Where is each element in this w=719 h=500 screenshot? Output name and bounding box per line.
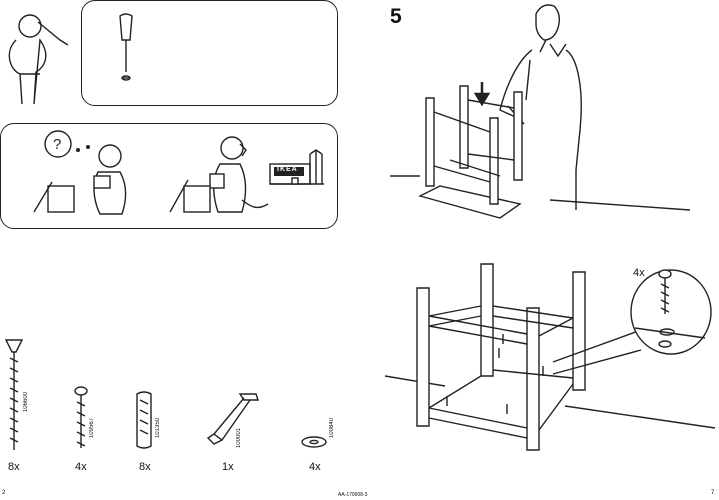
- allen-key-icon: [206, 393, 259, 445]
- short-screw-part-number: 109567: [89, 418, 95, 439]
- ikea-store-icon: [269, 149, 324, 185]
- document-code: AA-179908-3: [338, 492, 368, 498]
- allen-key-count: 1x: [222, 461, 234, 473]
- wooden-dowel-icon: [136, 391, 152, 449]
- right-page-number: 7: [711, 490, 715, 496]
- dowel-count: 8x: [139, 461, 151, 473]
- long-screw-icon: [4, 339, 24, 450]
- person-assembling-stool-illustration: [390, 4, 691, 219]
- step-number: 5: [390, 5, 402, 28]
- confused-person-illustration: ?: [33, 130, 127, 215]
- screwdriver-icon: [119, 13, 133, 81]
- washer-part-number: 100840: [329, 418, 335, 439]
- allen-key-part-number: 100001: [236, 428, 242, 449]
- store-sign-text: IKEA: [277, 166, 298, 173]
- long-screw-part-number: 106600: [23, 392, 29, 413]
- svg-text:?: ?: [53, 136, 61, 153]
- left-page-number: 2: [2, 490, 6, 496]
- long-screw-count: 8x: [8, 461, 20, 473]
- person-calling-illustration: [169, 136, 269, 213]
- tools-panel: [81, 0, 338, 106]
- dowel-part-number: 101350: [155, 418, 161, 439]
- short-screw-count: 4x: [75, 461, 87, 473]
- stool-frame-screws-illustration: [384, 263, 716, 451]
- short-screw-icon: [74, 386, 88, 448]
- washer-icon: [301, 436, 327, 448]
- person-pointing-illustration: [8, 14, 69, 105]
- callout-screw-count: 4x: [633, 267, 645, 279]
- washer-count: 4x: [309, 461, 321, 473]
